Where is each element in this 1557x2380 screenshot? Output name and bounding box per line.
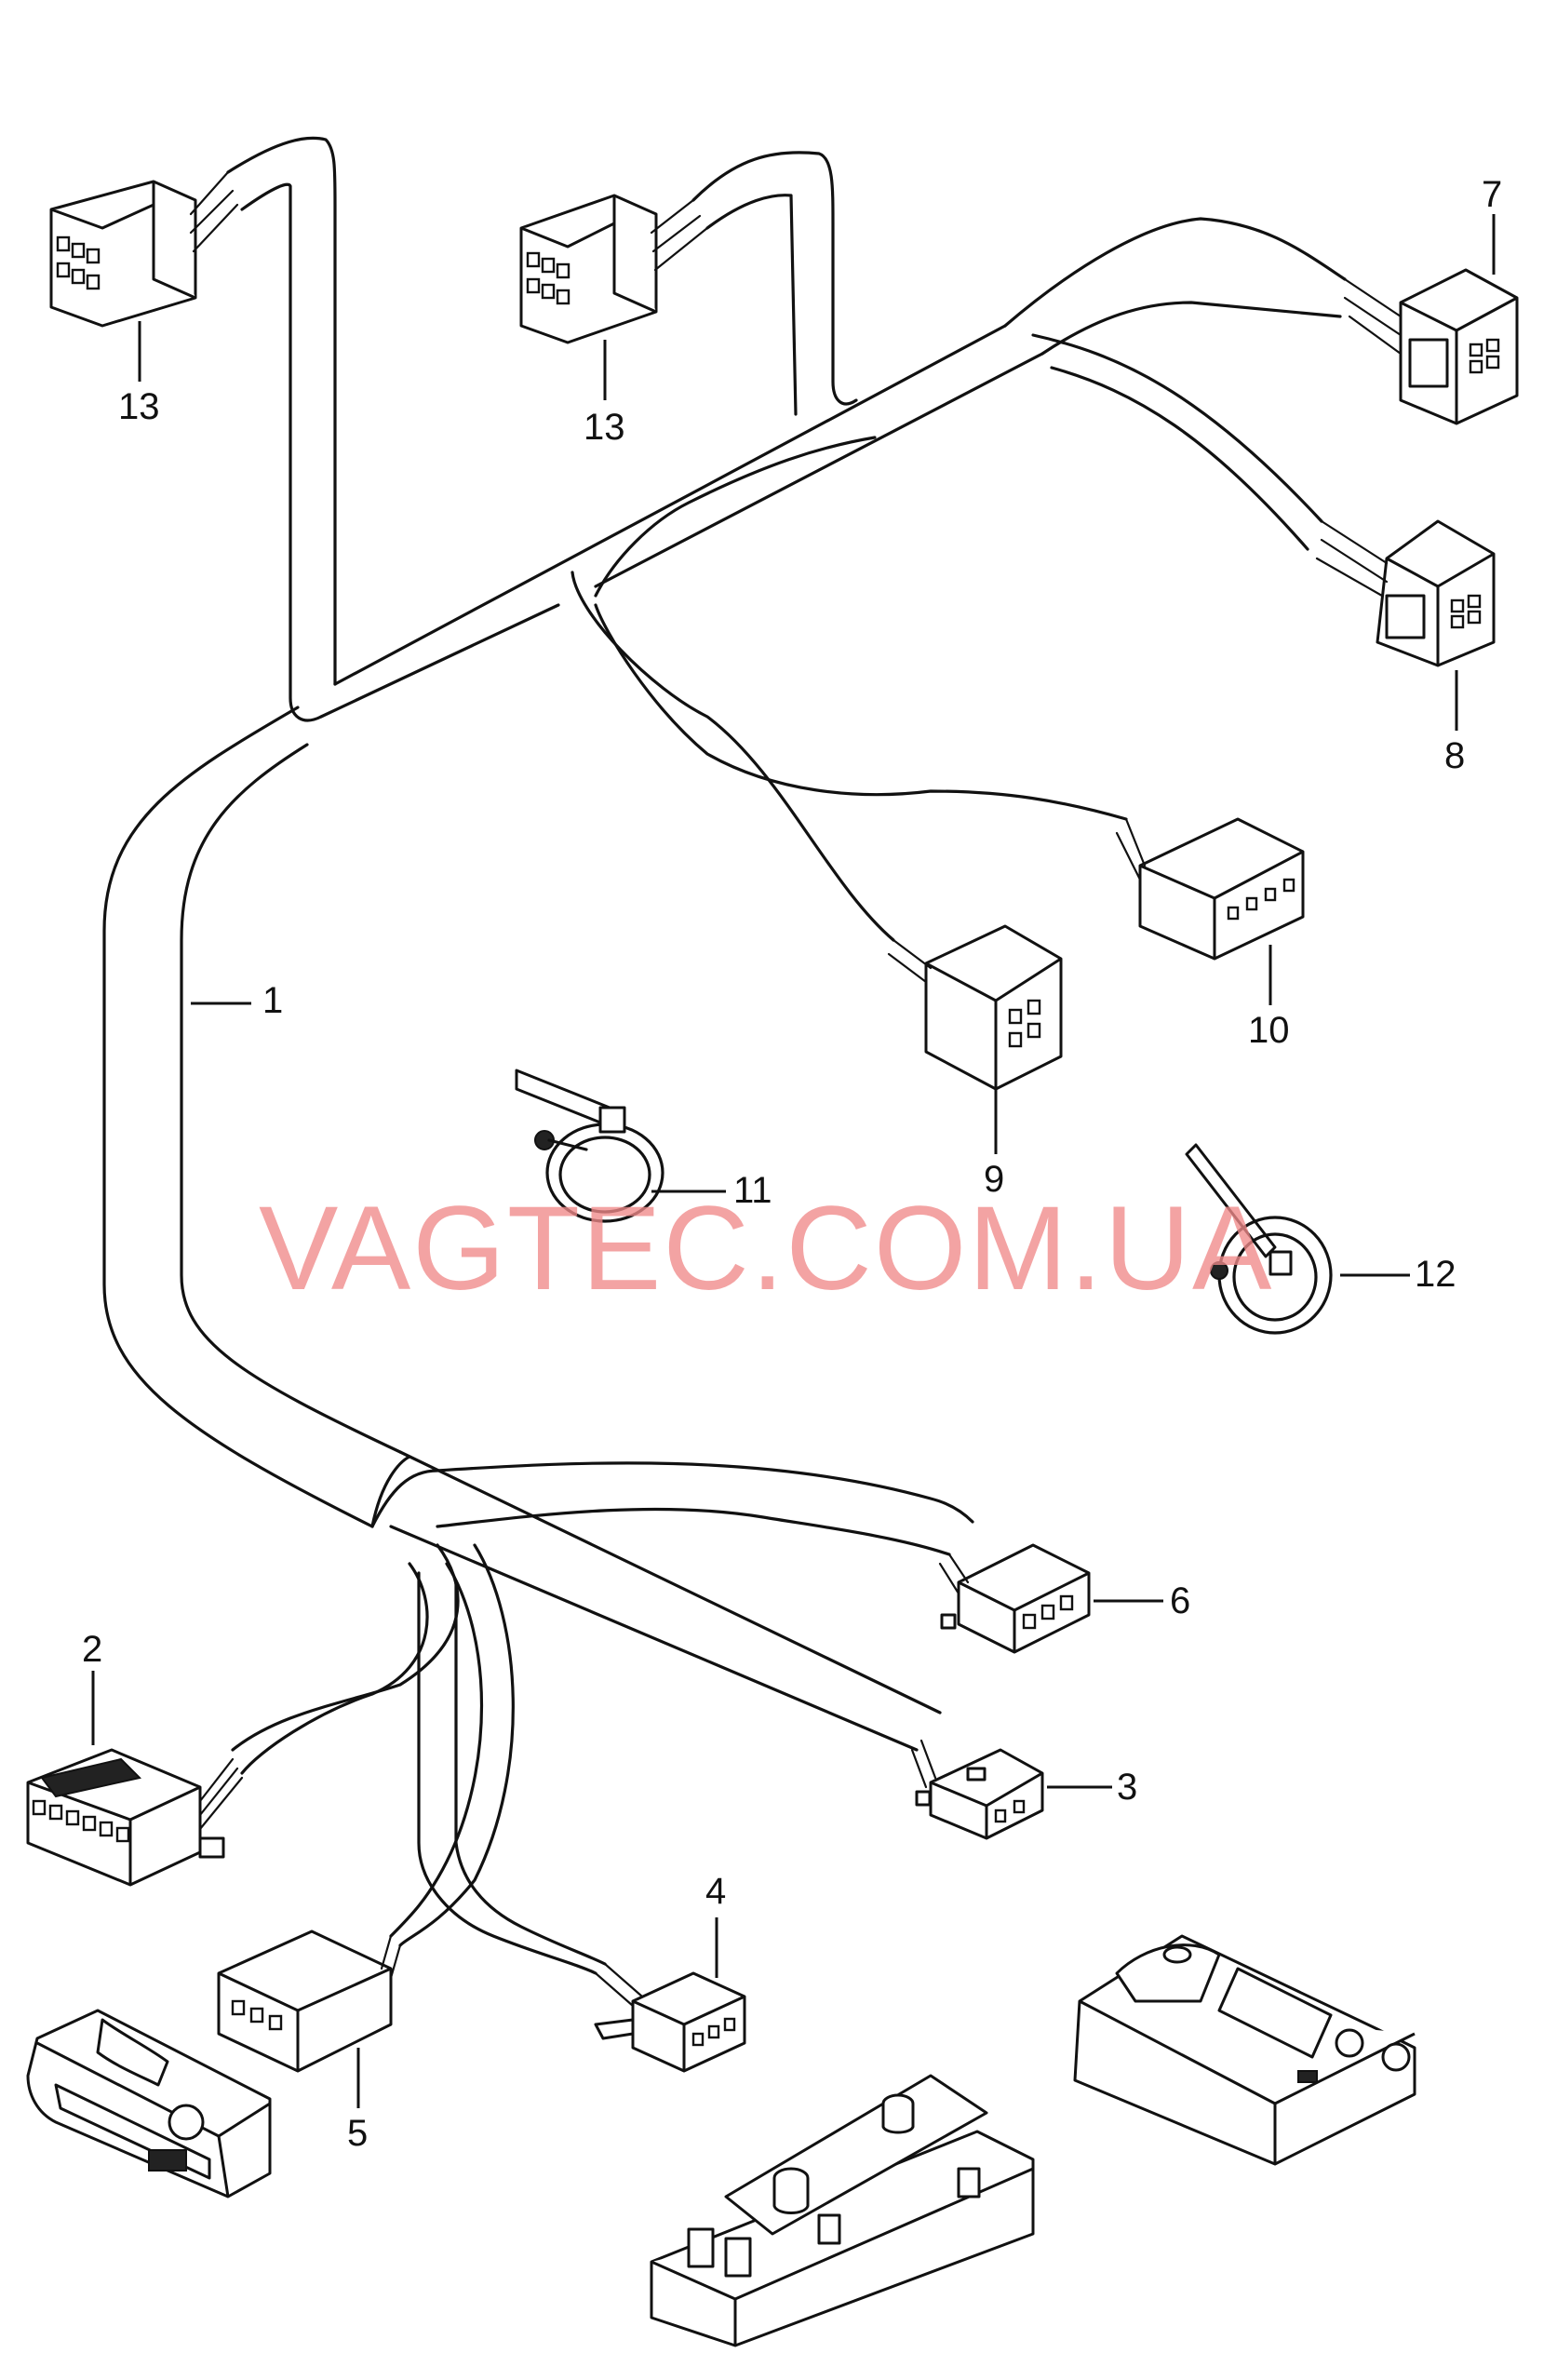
console-housing [650,2074,1035,2347]
callout-label-9: 9 [984,1159,1004,1200]
callout-label-2: 2 [82,1629,102,1670]
connector-7 [1343,268,1519,425]
callout-label-12: 12 [1415,1254,1456,1295]
callout-label-13-left: 13 [118,386,160,427]
callout-label-7: 7 [1482,174,1502,215]
main-harness-tube [102,136,1347,1975]
cable-clip-12 [1185,1143,1333,1335]
connector-3 [910,1739,1044,1840]
connector-8 [1315,519,1496,667]
connector-13-left [49,170,239,328]
connector-5 [217,1930,402,2073]
connector-4 [594,1962,746,2073]
callout-label-3: 3 [1117,1767,1137,1808]
mounting-bracket [1073,1934,1416,2166]
cable-clip-11 [515,1069,664,1223]
callout-label-1: 1 [262,980,283,1021]
callout-label-10: 10 [1248,1010,1290,1051]
connector-2 [26,1748,244,1887]
connector-9 [887,924,1063,1091]
callout-label-6: 6 [1170,1580,1190,1621]
callout-label-13-middle: 13 [584,407,625,448]
watermark-text: VAGTEC.COM.UA [259,1182,1273,1315]
callout-label-11: 11 [733,1170,772,1211]
callout-label-8: 8 [1444,735,1465,776]
connector-10 [1115,817,1305,961]
connector-6 [938,1543,1091,1654]
connector-13-middle [519,194,709,344]
callout-label-5: 5 [347,2113,368,2154]
callout-label-4: 4 [705,1871,726,1912]
switch-housing [26,2009,272,2198]
